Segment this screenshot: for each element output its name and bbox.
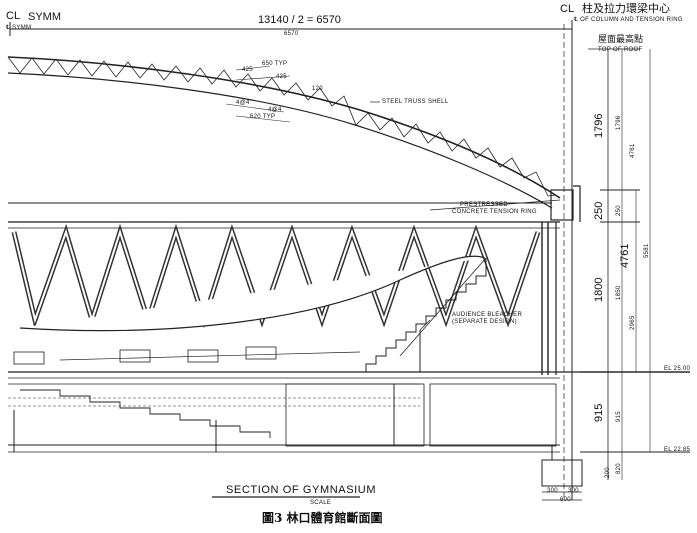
dim-4761: 4761 bbox=[619, 243, 631, 268]
elevation-upper: EL 25.00 bbox=[664, 366, 691, 372]
roof-top-en: TOP OF ROOF bbox=[598, 47, 643, 53]
scale-label: SCALE bbox=[310, 500, 332, 506]
top-dimension-small: 6570 bbox=[284, 31, 299, 37]
dim-1800: 1800 bbox=[593, 277, 605, 302]
cl-right-label: CL bbox=[560, 3, 575, 15]
dim-915: 915 bbox=[593, 403, 605, 422]
dim-915-small: 915 bbox=[616, 411, 622, 422]
figure-caption: 圖3 林口體育館斷面圖 bbox=[262, 511, 383, 525]
prestressed-label-1: PRESTRESSED bbox=[460, 202, 508, 208]
steel-truss-label: STEEL TRUSS SHELL bbox=[382, 99, 449, 105]
column-ring-en: ℄ OF COLUMN AND TENSION RING bbox=[574, 17, 683, 23]
truss-top-chord bbox=[7, 56, 561, 199]
elevation-lower: EL 22.85 bbox=[664, 447, 691, 453]
dim-250: 250 bbox=[593, 201, 605, 220]
dim-5581: 5581 bbox=[644, 243, 650, 258]
bleacher-label-1: AUDIENCE BLEACHER bbox=[452, 312, 523, 318]
base-dim-600: 600 bbox=[560, 497, 571, 503]
top-dimension-label: 13140 / 2 = 6570 bbox=[258, 14, 341, 26]
dim-4761-small: 4761 bbox=[630, 143, 636, 158]
dim-200: 200 bbox=[605, 467, 611, 478]
truss-bottom-chord bbox=[7, 72, 553, 209]
dim-1796-small: 1796 bbox=[616, 115, 622, 130]
tension-ring bbox=[550, 189, 574, 221]
truss-dim-425b: 425 bbox=[276, 74, 287, 80]
dim-2965: 2965 bbox=[630, 315, 636, 330]
lower-bleacher bbox=[20, 389, 271, 438]
symm-label: SYMM bbox=[28, 11, 61, 23]
truss-dim-650: 650 TYP bbox=[262, 61, 288, 67]
prestressed-label-2: CONCRETE TENSION RING bbox=[452, 209, 537, 215]
base-dim-300a: 300 bbox=[547, 488, 558, 494]
roof-top-cn: 屋面最高點 bbox=[598, 35, 644, 45]
dim-820: 820 bbox=[616, 463, 622, 474]
section-title: SECTION OF GYMNASIUM bbox=[226, 484, 377, 496]
dim-1850: 1850 bbox=[616, 285, 622, 300]
bleacher-label-2: (SEPARATE DESIGN) bbox=[452, 319, 517, 325]
truss-web bbox=[7, 56, 557, 197]
truss-dim-120: 120 bbox=[312, 86, 323, 92]
dim-1796: 1796 bbox=[593, 113, 605, 138]
upper-bleacher bbox=[365, 258, 487, 372]
truss-dim-4at4b: 4@4 bbox=[268, 107, 282, 113]
symm-small-label: ℄ SYMM bbox=[6, 25, 32, 31]
column-ring-cn: 柱及拉力環梁中心 bbox=[582, 2, 670, 15]
truss-dim-620: 620 TYP bbox=[250, 114, 276, 120]
dim-250-small: 250 bbox=[616, 205, 622, 216]
base-dim-300b: 300 bbox=[568, 488, 579, 494]
ceiling-bowl bbox=[19, 255, 486, 332]
truss-dim-4at4a: 4@4 bbox=[236, 100, 250, 106]
cl-left-label: CL bbox=[6, 10, 21, 22]
truss-dim-425a: 425 bbox=[242, 67, 253, 73]
